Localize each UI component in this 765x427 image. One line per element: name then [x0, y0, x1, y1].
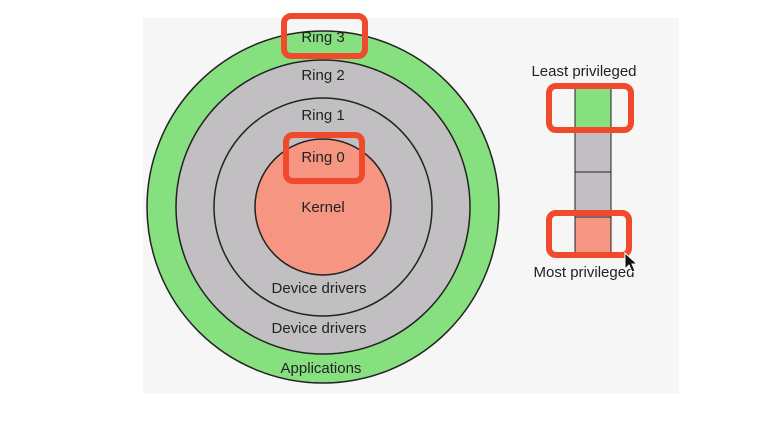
mouse-pointer-icon	[624, 251, 639, 273]
most-privileged-highlight-box	[546, 210, 632, 258]
ring-1-label: Ring 1	[301, 107, 344, 124]
ring-2-label: Ring 2	[301, 67, 344, 84]
privilege-bar-top-segment	[574, 87, 612, 129]
ring-3-highlight-box	[281, 13, 368, 59]
ring-1-content-label: Device drivers	[271, 280, 366, 297]
kernel-label: Kernel	[301, 199, 344, 216]
ring-3-label: Ring 3	[301, 29, 344, 46]
ring-0-highlight-box	[283, 132, 365, 184]
ring-2-content-label: Device drivers	[271, 320, 366, 337]
privilege-bar-mid-segment-1	[574, 127, 612, 173]
least-privileged-label: Least privileged	[531, 63, 636, 80]
most-privileged-label: Most privileged	[534, 264, 635, 281]
privilege-bar-bottom-segment	[574, 216, 612, 258]
ring-3-content-label: Applications	[281, 360, 362, 377]
ring-0-label: Ring 0	[301, 149, 344, 166]
least-privileged-highlight-box	[546, 83, 634, 133]
